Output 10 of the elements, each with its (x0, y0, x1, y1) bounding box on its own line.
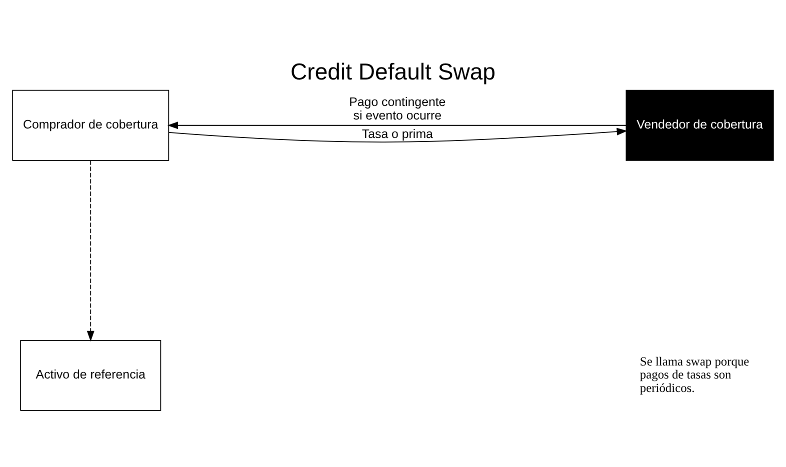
node-box: Activo de referencia (20, 339, 162, 410)
node-box: Comprador de cobertura (12, 89, 170, 160)
arrow (167, 121, 627, 129)
edge-label: Tasa o prima (362, 126, 433, 140)
label: Se llama swap porque pagos de tasas son periódicos. (640, 354, 750, 395)
arrow (168, 127, 628, 142)
diagram-title: Credit Default Swap (290, 58, 496, 84)
node-box: Vendedor de cobertura (626, 89, 774, 160)
arrow (86, 160, 94, 342)
edge-label: Pago contingente si evento ocurre (349, 94, 446, 122)
